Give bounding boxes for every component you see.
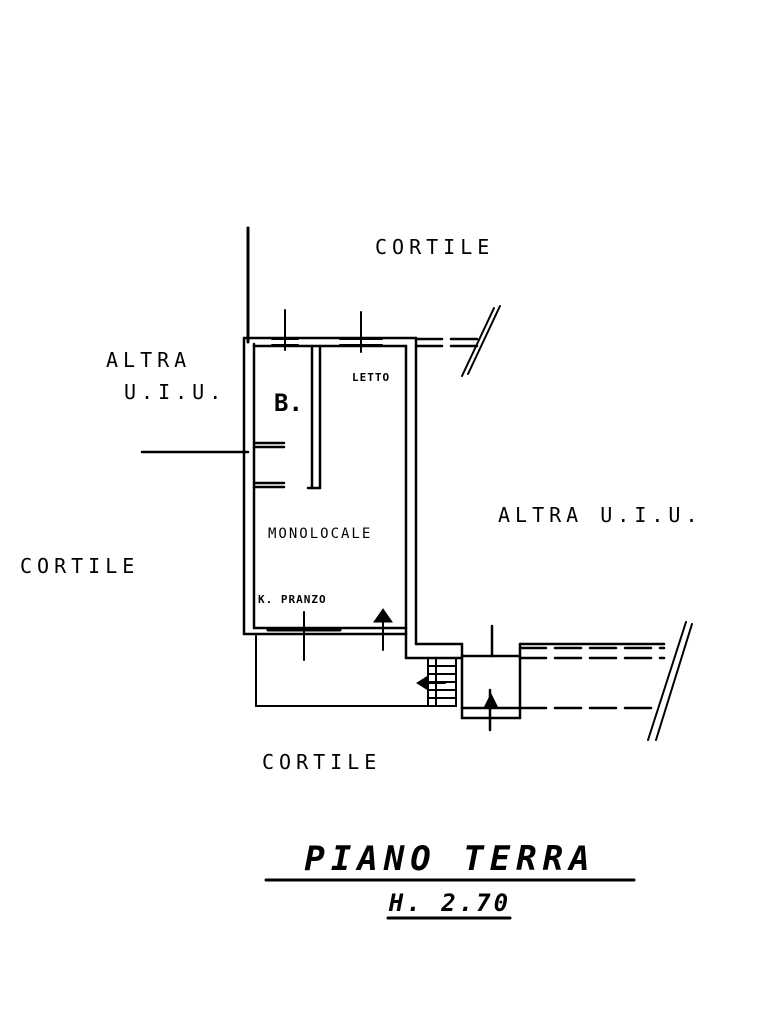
dashed-wall-top-right bbox=[414, 337, 482, 348]
floor-title: PIANO TERRA bbox=[304, 839, 596, 879]
dashed-wall-bottom-right bbox=[518, 646, 666, 710]
step-walls bbox=[404, 630, 464, 660]
break-symbol-bottom-right bbox=[647, 621, 693, 741]
label-altra-uiu-left-line1: ALTRA bbox=[106, 348, 192, 372]
break-symbol-top-right bbox=[461, 305, 501, 377]
label-cortile-top: CORTILE bbox=[375, 235, 495, 259]
label-bagno: B. bbox=[274, 389, 303, 417]
label-k-pranzo: K. PRANZO bbox=[258, 593, 327, 606]
label-altra-uiu-right: ALTRA U.I.U. bbox=[498, 503, 703, 527]
ceiling-height-label: H. 2.70 bbox=[388, 889, 512, 917]
bottom-openings bbox=[266, 611, 384, 661]
entrance-arrow-icon bbox=[373, 608, 393, 623]
courtyard-outline bbox=[255, 635, 429, 707]
window-top-letto bbox=[339, 311, 383, 353]
label-cortile-bottom: CORTILE bbox=[262, 750, 382, 774]
door-arrow-icon bbox=[483, 692, 499, 709]
label-monolocale: MONOLOCALE bbox=[268, 526, 373, 542]
window-top-bagno bbox=[271, 309, 299, 351]
label-altra-uiu-left-line2: U.I.U. bbox=[124, 380, 227, 404]
landing-block bbox=[460, 624, 522, 732]
label-cortile-left: CORTILE bbox=[20, 554, 140, 578]
label-letto: LETTO bbox=[352, 371, 391, 384]
bagno-partition bbox=[252, 344, 322, 490]
